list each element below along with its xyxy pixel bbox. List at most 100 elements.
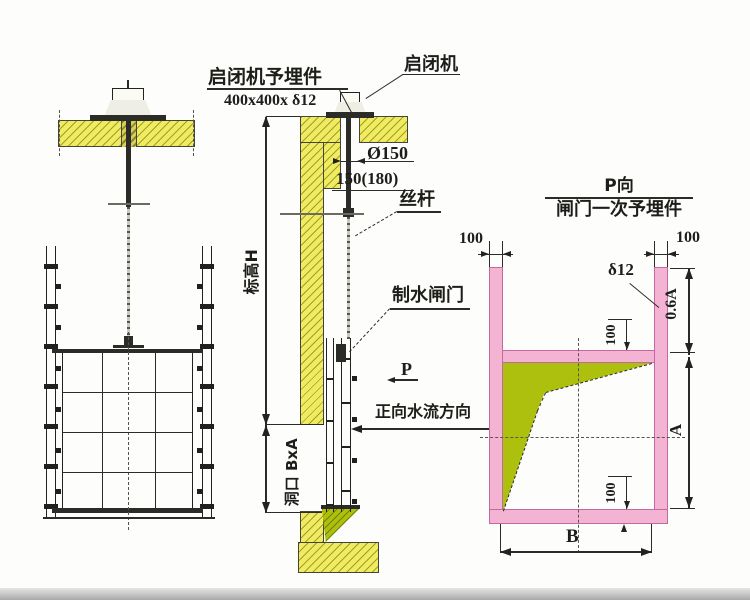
opening-arrow-bottom <box>262 502 270 513</box>
dim-100-bottom-ext <box>608 476 632 478</box>
section-view: 标高H 洞口 BxA Ø150 150(180) 启闭机予埋件 400x400x… <box>207 54 490 573</box>
dim-b-label: B <box>566 526 579 547</box>
sill-line <box>43 517 215 519</box>
elev-dim-line <box>265 117 267 425</box>
elev-arrow-bottom <box>262 414 270 425</box>
top-slab-right <box>359 116 408 143</box>
opening-arrow-top <box>262 425 270 436</box>
slab-thickness-underline <box>332 190 414 192</box>
dim-06a-arrow-bottom <box>685 343 693 354</box>
dim-a-line <box>688 357 690 509</box>
gate-grid-v2 <box>155 352 157 508</box>
photo-bottom-edge <box>0 588 750 600</box>
embed-strip-left <box>489 267 503 524</box>
opening-ext-bottom <box>266 512 322 514</box>
hole-arrow-left <box>333 158 341 164</box>
screw-rod-lower <box>127 207 130 347</box>
gate-centerline <box>128 332 129 530</box>
ext-right-b <box>667 241 668 267</box>
hole-dim-line <box>341 161 414 163</box>
dim-100-bottom-arrow-under <box>621 524 627 532</box>
view-subtitle: 闸门一次予埋件 <box>556 199 682 220</box>
slab-thickness-label: 150(180) <box>336 169 399 188</box>
ground-level-line <box>280 213 364 215</box>
hoist-body <box>104 100 152 117</box>
flow-arrow <box>351 425 362 433</box>
ext-b-right <box>651 524 652 553</box>
gate-bottom-edge <box>321 505 360 509</box>
view-title: P向 <box>604 176 634 196</box>
wall-upper <box>300 142 324 425</box>
hoist-stem <box>127 80 129 90</box>
ext-06a-top <box>670 268 695 270</box>
elev-ext-top <box>266 115 300 117</box>
hoist-embed-label: 启闭机予埋件 <box>208 66 323 88</box>
dim-100-right-label: 100 <box>676 229 700 246</box>
dim-100-top-label: 100 <box>604 324 619 346</box>
gate-label-underline <box>390 308 470 310</box>
opening-dim-line <box>265 425 267 513</box>
hole-diameter-label: Ø150 <box>367 143 409 163</box>
section-marker-label: P <box>401 359 412 379</box>
dim-100-top-line <box>626 320 628 350</box>
side-centerline-h <box>480 437 685 438</box>
hoist-label: 启闭机 <box>404 54 458 75</box>
flow-direction-label: 正向水流方向 <box>375 402 472 421</box>
leaf-top-bracket <box>336 344 346 362</box>
section-base-plate <box>326 112 374 118</box>
beam-end-line-right <box>193 110 194 156</box>
hoist-underline <box>402 74 460 76</box>
front-elevation-view <box>0 0 260 600</box>
dim-a-arrow-bottom <box>685 497 693 508</box>
section-rod-lower <box>347 217 350 339</box>
section-marker-arrow <box>387 377 395 383</box>
plate-thickness-label: δ12 <box>608 260 634 279</box>
dim-100-right-arrow-a <box>646 251 654 257</box>
dim-100-left-arrow-a <box>481 251 489 257</box>
dim-b-arrow-left <box>500 548 511 556</box>
top-slab-left <box>300 116 341 143</box>
dim-100-bottom-label: 100 <box>604 482 619 504</box>
elev-arrow-top <box>262 116 270 127</box>
dim-100-left-label: 100 <box>459 230 483 247</box>
gate-grid-h1 <box>63 392 192 394</box>
gate-bottom-beam <box>52 508 203 513</box>
ext-right-a <box>654 241 655 267</box>
ext-06a-mid <box>670 352 695 354</box>
dim-100-right-line <box>644 254 679 256</box>
section-marker-underline <box>393 379 418 381</box>
dim-06a-arrow-top <box>685 268 693 279</box>
dim-b-arrow-right <box>641 548 652 556</box>
ext-b-left <box>500 524 501 553</box>
dim-100-top-ext <box>608 319 632 321</box>
ext-left-a <box>489 241 490 267</box>
hoist-embed-underline <box>207 88 348 90</box>
dim-100-bottom-arrow <box>624 501 630 509</box>
beam-end-line-left <box>59 110 60 156</box>
gate-grid-h2 <box>63 432 192 434</box>
rod-coupling <box>343 208 354 217</box>
ext-a-bottom <box>670 508 695 510</box>
dim-a-label: A <box>666 423 685 437</box>
hole-arrow-right <box>357 158 365 164</box>
ext-left-b <box>502 241 503 267</box>
dim-b-line <box>500 551 652 553</box>
dim-100-top-arrow <box>624 342 630 350</box>
gate-top-beam <box>52 349 203 353</box>
view-title-rule <box>545 197 693 199</box>
rail-right-bolts <box>200 248 214 510</box>
elev-ext-bottom <box>266 424 324 426</box>
side-centerline-v <box>578 338 579 553</box>
dim-06a-line <box>688 269 690 355</box>
dim-100-right-arrow-b <box>668 251 676 257</box>
gate-leaf-section <box>341 338 351 512</box>
hoist-base-plate <box>90 115 166 121</box>
screw-rod-underline <box>397 211 441 213</box>
dim-100-left-arrow-b <box>503 251 511 257</box>
dim-100-bottom-line <box>626 477 628 509</box>
rail-left-bolts <box>44 248 58 510</box>
wall-lower-stub <box>300 511 324 543</box>
hoist-embed-size: 400x400x δ12 <box>224 92 317 109</box>
